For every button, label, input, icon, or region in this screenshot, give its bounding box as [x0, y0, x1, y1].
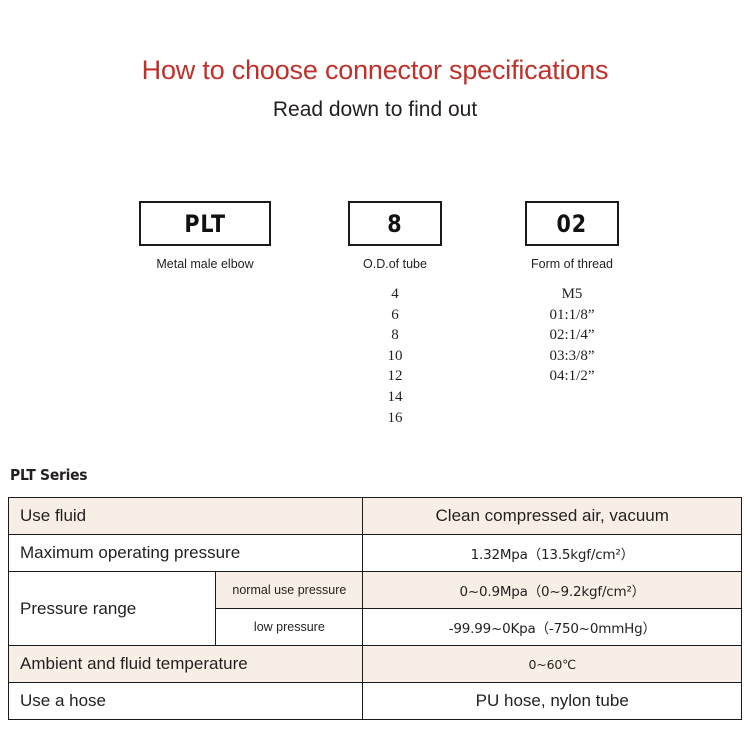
code-caption-thread-form: Form of thread: [531, 257, 613, 271]
table-row: Use a hose PU hose, nylon tube: [7, 682, 742, 720]
code-box-thread-form: 02: [525, 201, 619, 246]
code-box-thread-form-value: 02: [556, 209, 588, 238]
spec-value-use-fluid: Clean compressed air, vacuum: [362, 497, 742, 535]
option-item: M5: [561, 286, 583, 302]
spec-value-low-pressure: -99.99~0Kpa（-750~0mmHg）: [362, 608, 742, 646]
specification-table: Use fluid Clean compressed air, vacuum M…: [7, 497, 742, 720]
code-breakdown: PLT Metal male elbow 8 O.D.of tube 4 6 8…: [0, 201, 750, 451]
spec-value-ambient-fluid-temperature: 0~60℃: [362, 645, 742, 683]
table-row: Pressure range normal use pressure 0~0.9…: [7, 571, 742, 646]
code-caption-tube-od: O.D.of tube: [363, 257, 427, 271]
option-item: 14: [387, 388, 403, 405]
option-item: 6: [391, 306, 399, 323]
option-item: 8: [391, 327, 399, 344]
spec-value-normal-use-pressure: 0~0.9Mpa（0~9.2kgf/cm²）: [362, 571, 742, 609]
option-item: 12: [387, 368, 403, 385]
code-box-tube-od: 8: [348, 201, 442, 246]
code-column-model: PLT Metal male elbow: [139, 201, 271, 284]
code-box-model: PLT: [139, 201, 271, 246]
series-heading: PLT Series: [10, 466, 88, 484]
option-item: 16: [387, 409, 403, 426]
code-box-model-value: PLT: [184, 209, 226, 238]
option-item: 04:1/2”: [549, 368, 595, 385]
spec-label-pressure-range: Pressure range: [7, 571, 217, 646]
spec-label-use-fluid: Use fluid: [7, 497, 364, 535]
table-row: Ambient and fluid temperature 0~60℃: [7, 645, 742, 683]
option-item: 02:1/4”: [549, 327, 595, 344]
option-item: 01:1/8”: [549, 306, 595, 323]
code-column-thread-form: 02 Form of thread M5 01:1/8” 02:1/4” 03:…: [525, 201, 619, 387]
spec-sublabel-normal-use-pressure: normal use pressure: [215, 571, 364, 609]
option-item: 4: [391, 286, 399, 302]
code-box-tube-od-value: 8: [387, 209, 403, 238]
spec-label-max-operating-pressure: Maximum operating pressure: [7, 534, 364, 572]
table-row: low pressure -99.99~0Kpa（-750~0mmHg）: [9, 608, 742, 646]
spec-value-max-operating-pressure: 1.32Mpa（13.5kgf/cm²）: [362, 534, 742, 572]
spec-value-use-a-hose: PU hose, nylon tube: [362, 682, 742, 720]
option-item: 03:3/8”: [549, 347, 595, 364]
table-row: Use fluid Clean compressed air, vacuum: [7, 497, 742, 535]
spec-label-use-a-hose: Use a hose: [7, 682, 364, 720]
page-header: How to choose connector specifications R…: [0, 0, 750, 121]
option-item: 10: [387, 347, 403, 364]
option-list-tube-od: 4 6 8 10 12 14 16: [348, 284, 442, 428]
spec-label-ambient-fluid-temperature: Ambient and fluid temperature: [7, 645, 364, 683]
option-list-thread-form: M5 01:1/8” 02:1/4” 03:3/8” 04:1/2”: [525, 284, 619, 387]
code-caption-model: Metal male elbow: [156, 257, 254, 271]
spec-sublabel-low-pressure: low pressure: [215, 608, 364, 646]
code-column-tube-od: 8 O.D.of tube 4 6 8 10 12 14 16: [348, 201, 442, 428]
table-row: Maximum operating pressure 1.32Mpa（13.5k…: [7, 534, 742, 572]
page-subtitle: Read down to find out: [272, 97, 478, 121]
page-title: How to choose connector specifications: [141, 55, 609, 85]
